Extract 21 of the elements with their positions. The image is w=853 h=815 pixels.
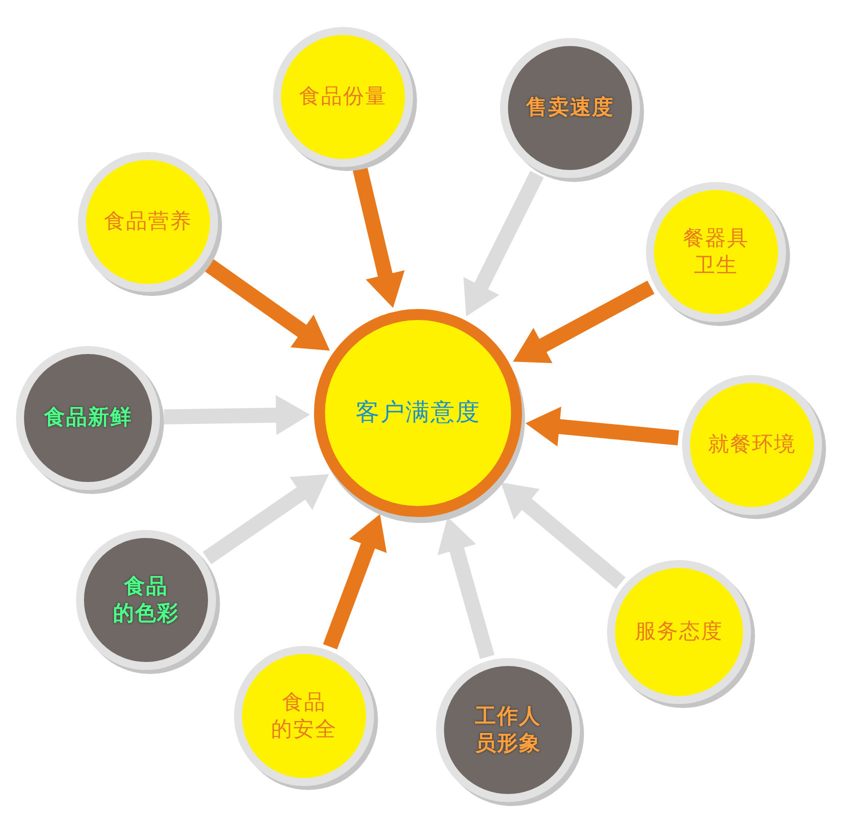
circle-label: 就餐环境: [708, 431, 796, 458]
arrow: [202, 474, 329, 564]
arrow: [204, 258, 330, 351]
arrow: [526, 406, 680, 446]
arrow: [513, 280, 654, 364]
circle-label: 服务态度: [635, 618, 723, 646]
circle-label: 餐器具卫生: [683, 224, 749, 279]
circle-label: 食品营养: [104, 208, 192, 236]
circle-label: 食品的安全: [271, 688, 337, 743]
circle-label: 食品的色彩: [113, 572, 179, 627]
circle-label: 工作人员形象: [475, 702, 541, 757]
arrow: [323, 514, 387, 650]
circle-label: 售卖速度: [526, 94, 614, 122]
arrow: [438, 516, 494, 659]
arrow: [463, 170, 544, 316]
circle-label: 客户满意度: [356, 397, 480, 428]
arrow: [164, 395, 310, 436]
arrow: [352, 167, 405, 308]
arrow: [500, 482, 626, 589]
circle-label: 食品新鲜: [44, 404, 132, 432]
circle-label: 食品份量: [299, 83, 387, 110]
